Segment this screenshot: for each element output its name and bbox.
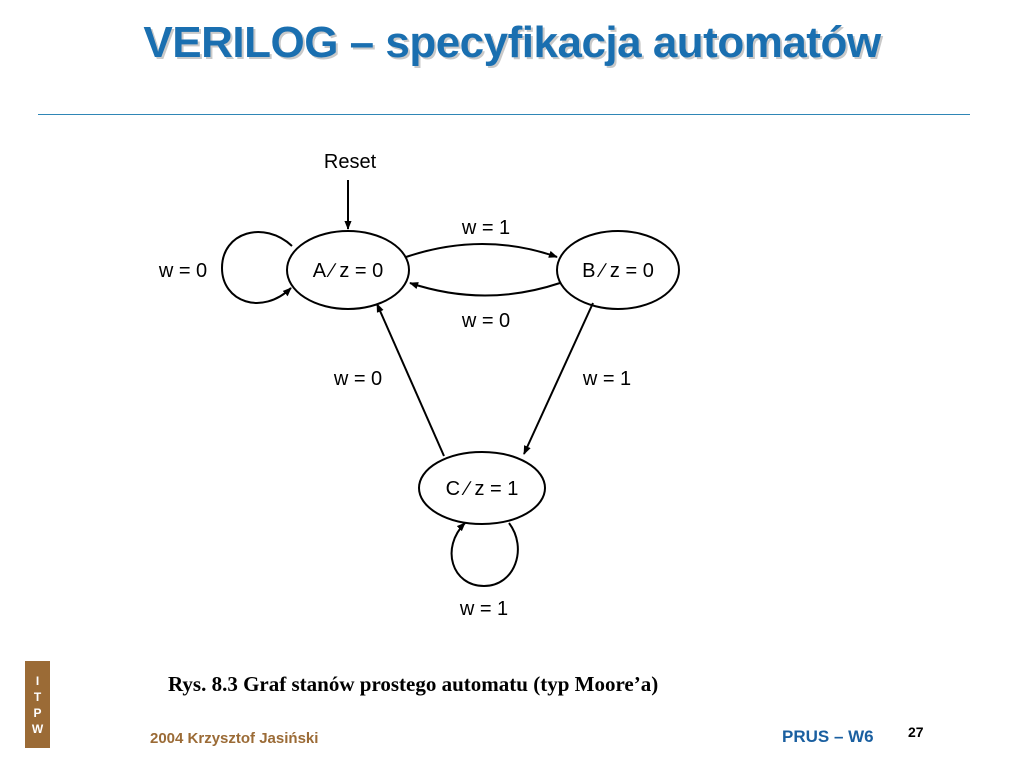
footer-author: 2004 Krzysztof Jasiński xyxy=(150,730,319,747)
edge-a-self-label: w = 0 xyxy=(158,260,207,282)
footer-course: PRUS – W6 xyxy=(782,727,874,746)
edge-c-to-a xyxy=(376,303,445,457)
figure-caption: Rys. 8.3 Graf stanów prostego automatu (… xyxy=(168,672,659,696)
title-divider xyxy=(38,114,970,115)
edge-b-to-c-label: w = 1 xyxy=(582,368,631,390)
logo-letter: W xyxy=(31,721,44,736)
state-c: C ∕ z = 1 xyxy=(418,451,546,525)
edge-a-to-b-label: w = 1 xyxy=(461,217,510,239)
edge-a-self-loop xyxy=(220,231,293,304)
logo-letter: T xyxy=(33,689,42,704)
edge-a-to-b xyxy=(405,243,558,258)
logo-letter: P xyxy=(33,705,42,720)
state-b-label: B ∕ z = 0 xyxy=(582,260,654,282)
logo-letter: I xyxy=(35,673,40,688)
edge-c-self-label: w = 1 xyxy=(459,598,508,620)
edge-b-to-c xyxy=(523,302,594,455)
state-diagram: Reset A ∕ z = 0 B ∕ z = 0 C ∕ z = 1 w = … xyxy=(158,151,680,620)
reset-label: Reset xyxy=(324,151,377,173)
edge-b-to-a-label: w = 0 xyxy=(461,310,510,332)
state-b: B ∕ z = 0 xyxy=(556,230,680,310)
state-a: A ∕ z = 0 xyxy=(286,230,410,310)
page-number: 27 xyxy=(908,724,924,740)
edge-c-self-loop xyxy=(450,522,519,588)
itpw-logo: I T P W xyxy=(25,661,50,748)
state-a-label: A ∕ z = 0 xyxy=(313,260,384,282)
state-c-ellipse xyxy=(418,451,546,525)
state-b-ellipse xyxy=(556,230,680,310)
edge-b-to-a xyxy=(409,282,561,297)
edge-c-to-a-label: w = 0 xyxy=(333,368,382,390)
state-c-label: C ∕ z = 1 xyxy=(446,478,519,500)
state-a-ellipse xyxy=(286,230,410,310)
slide-title: VERILOG – specyfikacja automatów xyxy=(143,18,881,67)
